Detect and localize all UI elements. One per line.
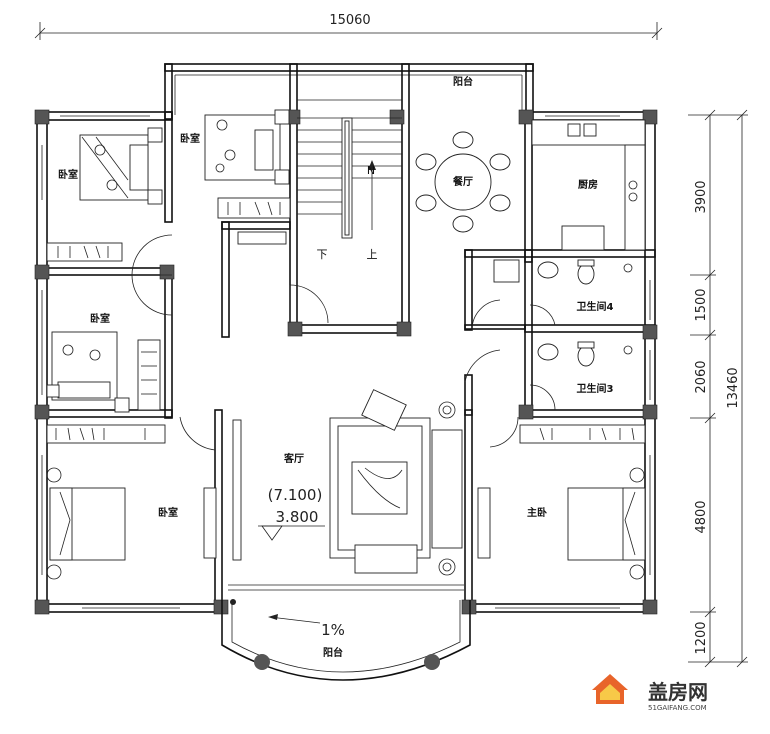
staircase: 下 上 N — [297, 99, 402, 261]
doors — [131, 234, 556, 451]
master-bedroom: 主卧 — [477, 467, 646, 580]
bedroom-bottom-left: 卧室 — [46, 467, 217, 580]
structural-columns — [34, 109, 658, 615]
stair-up-label: 上 — [367, 248, 378, 261]
room-label-bedroom-bl: 卧室 — [158, 506, 178, 519]
living-room: 客厅 (7.100) 3.800 — [232, 389, 463, 576]
wardrobes — [46, 424, 646, 444]
bathroom-4: 卫生间4 — [493, 259, 633, 313]
bottom-balcony: 1% 阳台 — [221, 584, 471, 681]
room-label-dining: 餐厅 — [452, 175, 473, 188]
dim-overall-depth: 13460 — [726, 367, 741, 408]
stair-up-arrow-mark: N — [367, 164, 375, 177]
kitchen: 厨房 — [531, 119, 646, 251]
room-label-master: 主卧 — [527, 506, 547, 519]
right-dimension: 3900 1500 2060 4800 1200 13460 — [688, 109, 748, 668]
slope-label: 1% — [321, 621, 345, 639]
room-label-bedroom-tl: 卧室 — [58, 168, 78, 181]
bedroom-top-left: 卧室 — [46, 127, 163, 262]
bathroom-3: 卫生间3 — [537, 341, 633, 395]
room-label-bath-3: 卫生间3 — [577, 382, 614, 395]
elevation-upper: (7.100) — [268, 486, 323, 504]
dim-seg-2: 1500 — [694, 288, 709, 321]
brand-logo: 盖房网 51GAIFANG.COM — [592, 674, 708, 712]
room-label-bath-4: 卫生间4 — [577, 300, 614, 313]
top-dimension: 15060 — [34, 13, 663, 40]
room-label-living: 客厅 — [283, 452, 304, 465]
room-label-balcony-bottom: 阳台 — [323, 646, 343, 659]
stair-down-label: 下 — [317, 248, 328, 261]
logo-url: 51GAIFANG.COM — [648, 704, 707, 712]
overall-width-label: 15060 — [329, 13, 370, 28]
dim-seg-1: 3900 — [694, 180, 709, 213]
dim-seg-4: 4800 — [694, 500, 709, 533]
dining-area: 餐厅 — [415, 131, 511, 233]
top-balcony: 阳台 — [164, 63, 534, 120]
room-label-balcony-top: 阳台 — [453, 75, 473, 88]
bedroom-top-center: 卧室 — [180, 109, 291, 245]
elevation-lower: 3.800 — [276, 508, 319, 526]
room-label-bedroom-ml: 卧室 — [90, 312, 110, 325]
room-label-kitchen: 厨房 — [578, 178, 598, 191]
dim-seg-3: 2060 — [694, 360, 709, 393]
logo-name: 盖房网 — [648, 680, 708, 704]
room-label-bedroom-tc: 卧室 — [180, 132, 200, 145]
bedroom-middle-left: 卧室 — [46, 312, 161, 413]
dim-seg-5: 1200 — [694, 621, 709, 654]
